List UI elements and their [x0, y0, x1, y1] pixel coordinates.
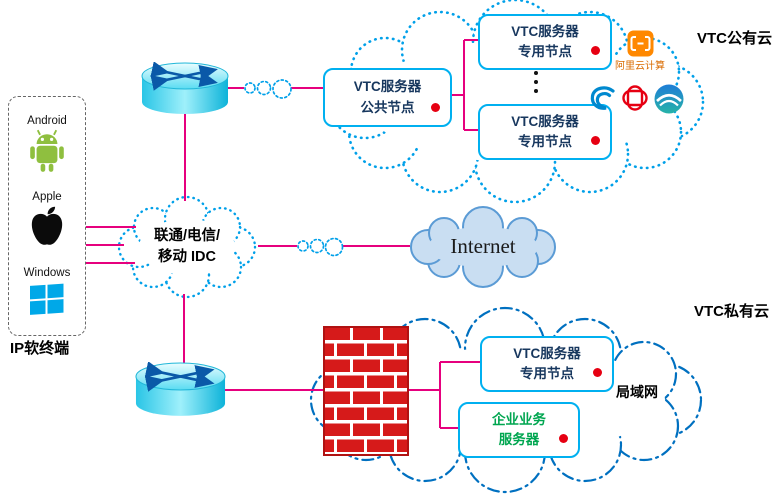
alibaba-cloud-label: 阿里云计算	[615, 61, 665, 72]
windows-icon	[30, 283, 64, 315]
idc-line2: 移动 IDC	[158, 249, 216, 266]
status-dot	[591, 46, 600, 55]
more-nodes-ellipsis	[534, 71, 538, 93]
bead-chain-top	[244, 79, 292, 99]
node-line2: 专用节点	[518, 134, 572, 149]
idc-line1: 联通/电信/	[153, 228, 221, 244]
node-line1: VTC服务器	[353, 79, 422, 95]
vtc-dedicated-node-bottom: VTC服务器 专用节点	[478, 104, 612, 160]
router-top-icon	[141, 62, 229, 114]
china-mobile-icon	[654, 84, 684, 114]
android-label: Android	[27, 115, 67, 127]
bead-chain-middle	[297, 237, 344, 257]
windows-label: Windows	[23, 267, 71, 279]
node-line1: VTC服务器	[511, 113, 579, 129]
apple-icon	[31, 206, 63, 245]
device-android: Android	[27, 115, 67, 173]
public-cloud-label: VTC公有云	[697, 30, 773, 47]
ip-terminal-label: IP软终端	[10, 340, 70, 357]
device-apple: Apple	[28, 191, 66, 249]
enterprise-business-server: 企业业务 服务器	[458, 402, 580, 458]
node-line2: 专用节点	[518, 44, 572, 59]
private-cloud-label: VTC私有云	[694, 303, 770, 320]
router-bottom-icon	[135, 362, 226, 416]
status-dot	[559, 434, 568, 443]
firewall-icon	[323, 326, 409, 456]
ip-terminal-panel: Android Apple	[8, 96, 86, 336]
vtc-private-dedicated-node: VTC服务器 专用节点	[480, 336, 614, 392]
lan-label: 局域网	[616, 384, 658, 400]
node-line2: 专用节点	[520, 366, 574, 381]
idc-cloud-label: 联通/电信/ 移动 IDC	[135, 226, 239, 268]
status-dot	[593, 368, 602, 377]
status-dot	[431, 103, 440, 112]
node-line2: 服务器	[498, 432, 540, 447]
node-line1: VTC服务器	[511, 23, 579, 39]
china-unicom-icon	[622, 85, 648, 111]
device-windows: Windows	[23, 267, 71, 317]
alibaba-cloud-icon	[627, 30, 654, 57]
vtc-dedicated-node-top: VTC服务器 专用节点	[478, 14, 612, 70]
node-line1: VTC服务器	[513, 345, 581, 361]
internet-label: Internet	[450, 234, 516, 258]
node-line1: 企业业务	[492, 411, 546, 427]
vtc-public-node: VTC服务器 公共节点	[323, 68, 452, 127]
android-icon	[30, 129, 64, 172]
status-dot	[591, 136, 600, 145]
apple-label: Apple	[32, 191, 62, 203]
node-line2: 公共节点	[360, 99, 415, 115]
china-telecom-icon	[590, 86, 615, 110]
